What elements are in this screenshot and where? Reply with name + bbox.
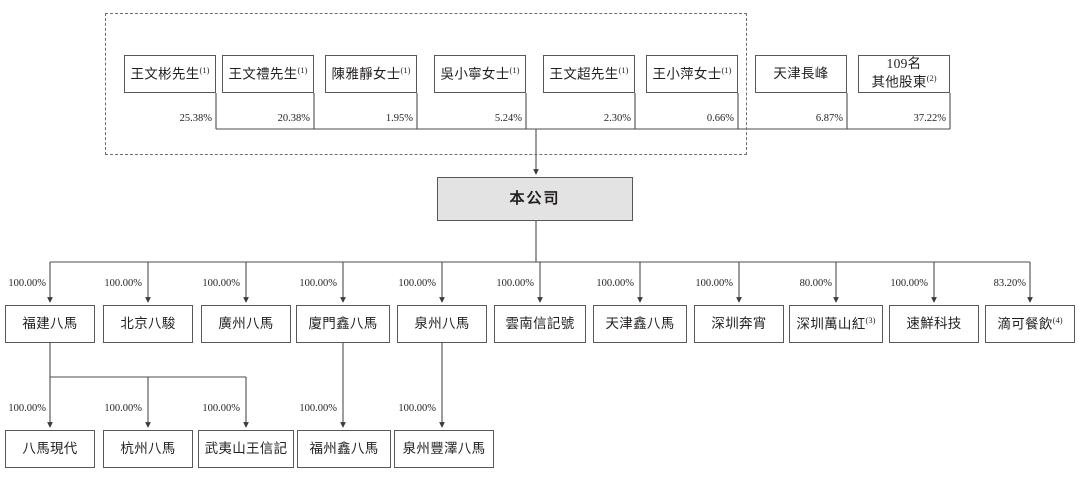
pct-wuxiaoning: 5.24% <box>494 113 522 124</box>
footnote-marker: (1) <box>400 64 411 75</box>
pct-hangzhou-bama: 100.00% <box>104 403 142 414</box>
pct-yunnan-xinjihao: 100.00% <box>496 278 534 289</box>
pct-other-109: 37.22% <box>913 113 946 124</box>
subsidiary-label: 滴可餐飲(4) <box>997 314 1063 332</box>
company-label: 本公司 <box>509 190 561 207</box>
pct-guangzhou-bama: 100.00% <box>202 278 240 289</box>
subsidiary-label: 福建八馬 <box>22 315 78 331</box>
pct-wangwenchao: 2.30% <box>603 113 631 124</box>
footnote-marker: (3) <box>865 314 876 325</box>
pct-wangwenbin: 25.38% <box>179 113 212 124</box>
sub-subsidiary-label: 武夷山王信記 <box>204 440 288 456</box>
controlling-shareholder-dashed-group <box>105 13 747 155</box>
sub-subsidiary-box-bama-xiandai[interactable]: 八馬現代 <box>5 430 95 468</box>
pct-wangwenli: 20.38% <box>277 113 310 124</box>
pct-shenzhen-wanshanhong: 80.00% <box>799 278 832 289</box>
subsidiary-label: 泉州八馬 <box>414 315 470 331</box>
subsidiary-label: 速鮮科技 <box>906 315 962 331</box>
shareholder-label: 吳小寧女士(1) <box>440 64 520 82</box>
pct-tianjin-changfeng: 6.87% <box>815 113 843 124</box>
shareholder-label: 王小萍女士(1) <box>652 64 732 82</box>
subsidiary-label: 天津鑫八馬 <box>605 315 675 331</box>
pct-beijing-bajun: 100.00% <box>104 278 142 289</box>
subsidiary-label: 廈門鑫八馬 <box>308 315 378 331</box>
sub-subsidiary-box-wuyishan-wangxinji[interactable]: 武夷山王信記 <box>198 430 294 468</box>
pct-wangxiaoping: 0.66% <box>706 113 734 124</box>
other-shareholders-text: 其他股東(2) <box>871 73 937 90</box>
subsidiary-box-shenzhen-wanshanhong[interactable]: 深圳萬山紅(3) <box>789 305 883 343</box>
footnote-marker: (1) <box>199 64 210 75</box>
pct-shenzhen-benxiao: 100.00% <box>695 278 733 289</box>
pct-wuyishan-wangxinji: 100.00% <box>202 403 240 414</box>
shareholder-label: 109名 其他股東(2) <box>871 56 936 91</box>
sub-subsidiary-label: 杭州八馬 <box>120 440 176 456</box>
shareholder-label: 王文超先生(1) <box>549 64 629 82</box>
subsidiary-box-tianjin-xin-bama[interactable]: 天津鑫八馬 <box>593 305 687 343</box>
company-box[interactable]: 本公司 <box>437 177 633 221</box>
pct-quanzhou-fengze-bama: 100.00% <box>398 403 436 414</box>
shareholder-label: 王文彬先生(1) <box>130 64 210 82</box>
pct-tianjin-xin-bama: 100.00% <box>596 278 634 289</box>
subsidiary-label: 廣州八馬 <box>218 315 274 331</box>
subsidiary-label: 深圳奔宵 <box>711 315 767 331</box>
subsidiary-box-guangzhou-bama[interactable]: 廣州八馬 <box>201 305 291 343</box>
pct-quanzhou-bama: 100.00% <box>398 278 436 289</box>
subsidiary-label: 北京八駿 <box>120 315 176 331</box>
pct-xiamen-xin-bama: 100.00% <box>299 278 337 289</box>
footnote-marker: (1) <box>721 64 732 75</box>
footnote-marker: (1) <box>509 64 520 75</box>
pct-chenyajing: 1.95% <box>385 113 413 124</box>
subsidiary-box-suxian-keji[interactable]: 速鮮科技 <box>889 305 979 343</box>
shareholder-box-wangxiaoping[interactable]: 王小萍女士(1) <box>646 55 738 93</box>
pct-dike-canyin: 83.20% <box>993 278 1026 289</box>
footnote-marker: (2) <box>926 73 937 84</box>
subsidiary-box-quanzhou-bama[interactable]: 泉州八馬 <box>397 305 487 343</box>
shareholder-box-other-109[interactable]: 109名 其他股東(2) <box>858 55 950 93</box>
pct-bama-xiandai: 100.00% <box>8 403 46 414</box>
shareholder-box-tianjin-changfeng[interactable]: 天津長峰 <box>755 55 847 93</box>
sub-subsidiary-box-hangzhou-bama[interactable]: 杭州八馬 <box>103 430 193 468</box>
sub-subsidiary-label: 福州鑫八馬 <box>309 440 379 456</box>
footnote-marker: (1) <box>297 64 308 75</box>
pct-fuzhou-xin-bama: 100.00% <box>299 403 337 414</box>
subsidiary-box-fujian-bama[interactable]: 福建八馬 <box>5 305 95 343</box>
subsidiary-box-xiamen-xin-bama[interactable]: 廈門鑫八馬 <box>296 305 390 343</box>
shareholder-label: 天津長峰 <box>773 65 829 81</box>
pct-suxian-keji: 100.00% <box>890 278 928 289</box>
shareholder-box-wangwenchao[interactable]: 王文超先生(1) <box>543 55 635 93</box>
shareholder-box-wangwenbin[interactable]: 王文彬先生(1) <box>124 55 216 93</box>
subsidiary-label: 深圳萬山紅(3) <box>796 314 876 332</box>
sub-subsidiary-box-fuzhou-xin-bama[interactable]: 福州鑫八馬 <box>297 430 391 468</box>
footnote-marker: (4) <box>1052 314 1063 325</box>
shareholder-box-wuxiaoning[interactable]: 吳小寧女士(1) <box>434 55 526 93</box>
shareholder-label: 王文禮先生(1) <box>228 64 308 82</box>
sub-subsidiary-box-quanzhou-fengze-bama[interactable]: 泉州豐澤八馬 <box>394 430 494 468</box>
subsidiary-box-yunnan-xinjihao[interactable]: 雲南信記號 <box>494 305 586 343</box>
subsidiary-label: 雲南信記號 <box>505 315 575 331</box>
subsidiary-box-beijing-bajun[interactable]: 北京八駿 <box>103 305 193 343</box>
sub-subsidiary-label: 泉州豐澤八馬 <box>402 440 486 456</box>
subsidiary-box-dike-canyin[interactable]: 滴可餐飲(4) <box>985 305 1075 343</box>
sub-subsidiary-label: 八馬現代 <box>22 440 78 456</box>
shareholder-box-wangwenli[interactable]: 王文禮先生(1) <box>222 55 314 93</box>
other-shareholders-count: 109名 <box>886 56 922 72</box>
footnote-marker: (1) <box>618 64 629 75</box>
pct-fujian-bama: 100.00% <box>8 278 46 289</box>
subsidiary-box-shenzhen-benxiao[interactable]: 深圳奔宵 <box>694 305 784 343</box>
shareholder-label: 陳雅靜女士(1) <box>331 64 411 82</box>
shareholder-box-chenyajing[interactable]: 陳雅靜女士(1) <box>325 55 417 93</box>
